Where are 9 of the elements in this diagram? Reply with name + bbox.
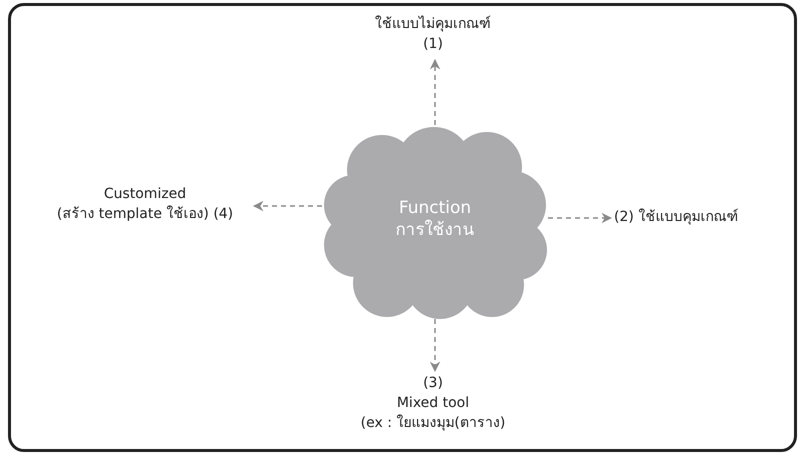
arrow xyxy=(430,319,440,372)
cloud-label: Function การใช้งาน xyxy=(394,197,476,241)
arrow xyxy=(430,58,440,125)
branch-label: (2) ใช้แบบคุมเกณฑ์ xyxy=(614,208,740,227)
arrow xyxy=(548,212,612,224)
branch-label: ใช้แบบไม่คุมเกณฑ์ (1) xyxy=(374,14,492,54)
branch-label: Customized (สร้าง template ใช้เอง) (4) xyxy=(56,185,234,224)
branch-label: (3) Mixed tool (ex : ใยแมงมุม(ตาราง) xyxy=(360,374,506,433)
arrow xyxy=(252,200,322,212)
